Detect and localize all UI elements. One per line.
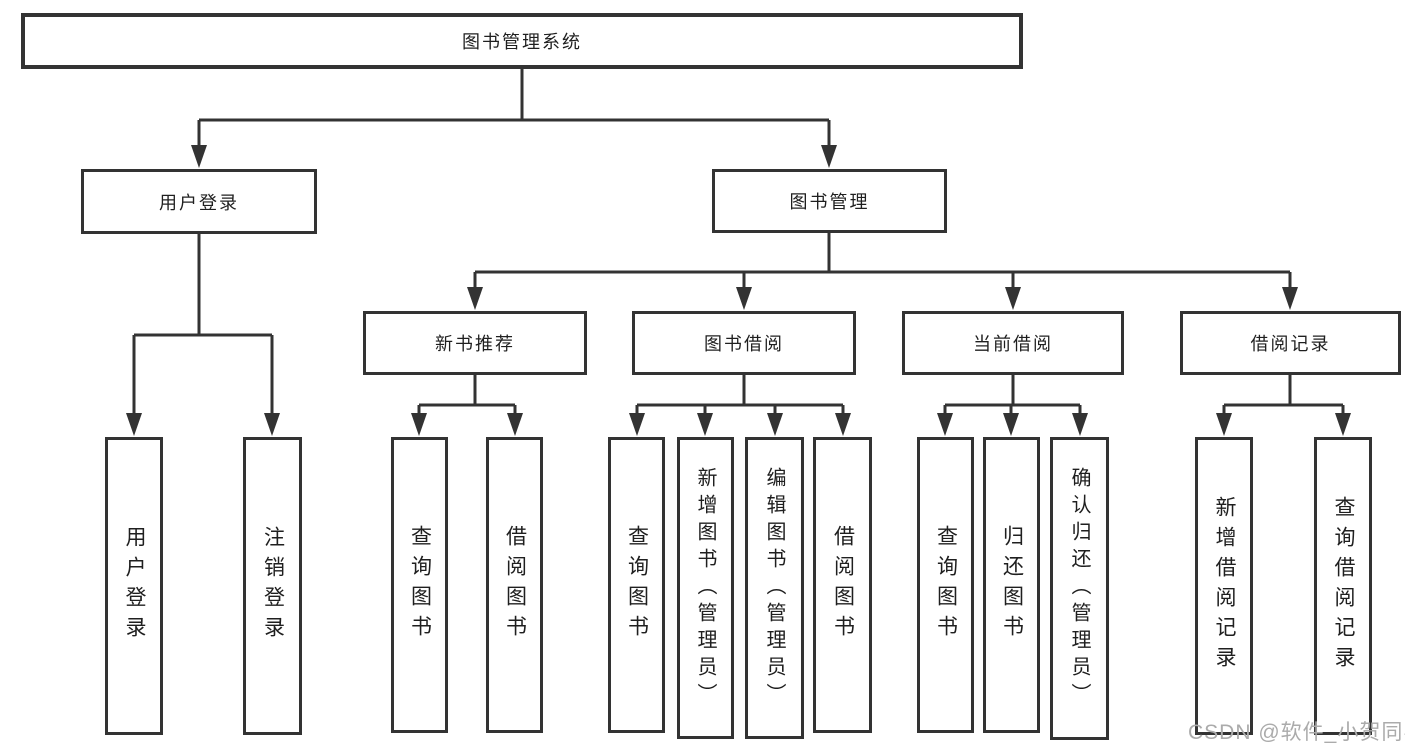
arrow-down-icon [1072,413,1088,436]
connector-login-branch [132,234,274,416]
arrow-down-icon [937,413,953,436]
node-leaf-query-borrow-record: 查询借阅记录 [1314,437,1372,735]
connector-bookborrow-branch [635,375,845,416]
node-leaf-query-books-1: 查询图书 [391,437,448,733]
arrow-down-icon [1282,287,1298,310]
node-root: 图书管理系统 [21,13,1023,69]
arrow-down-icon [411,413,427,436]
arrow-down-icon [1003,413,1019,436]
node-book-borrowing: 图书借阅 [632,311,856,375]
node-new-book-recommend: 新书推荐 [363,311,587,375]
arrow-down-icon [821,145,837,168]
csdn-watermark: CSDN @软件_小贺同学 [1188,721,1405,744]
arrow-down-icon [1335,413,1351,436]
arrow-down-icon [697,413,713,436]
node-leaf-add-books-admin: 新增图书（管理员） [677,437,734,739]
node-leaf-add-borrow-record: 新增借阅记录 [1195,437,1253,735]
node-leaf-confirm-return-admin: 确认归还（管理员） [1050,437,1109,740]
node-current-borrowing: 当前借阅 [902,311,1124,375]
arrow-down-icon [1005,287,1021,310]
node-leaf-query-books-2: 查询图书 [608,437,665,733]
node-leaf-query-books-3: 查询图书 [917,437,974,733]
node-book-management: 图书管理 [712,169,947,233]
arrow-down-icon [835,413,851,436]
arrow-down-icon [629,413,645,436]
connector-current-branch [943,375,1082,416]
connector-records-branch [1222,375,1345,416]
node-leaf-user-login: 用户登录 [105,437,163,735]
node-leaf-borrow-books-2: 借阅图书 [813,437,872,733]
arrow-down-icon [264,413,280,436]
node-borrowing-records: 借阅记录 [1180,311,1401,375]
arrow-down-icon [467,287,483,310]
node-leaf-return-books: 归还图书 [983,437,1040,733]
arrow-down-icon [126,413,142,436]
node-leaf-borrow-books-1: 借阅图书 [486,437,543,733]
arrow-down-icon [1216,413,1232,436]
arrow-down-icon [736,287,752,310]
arrowhead-icons [126,145,1351,436]
connector-newbooks-branch [417,375,517,416]
node-leaf-logout: 注销登录 [243,437,302,735]
arrow-down-icon [507,413,523,436]
connector-root-branch [197,69,831,148]
connector-mgmt-branch [473,233,1292,290]
node-leaf-edit-books-admin: 编辑图书（管理员） [745,437,804,739]
arrow-down-icon [191,145,207,168]
arrow-down-icon [767,413,783,436]
node-user-login-group: 用户登录 [81,169,317,234]
